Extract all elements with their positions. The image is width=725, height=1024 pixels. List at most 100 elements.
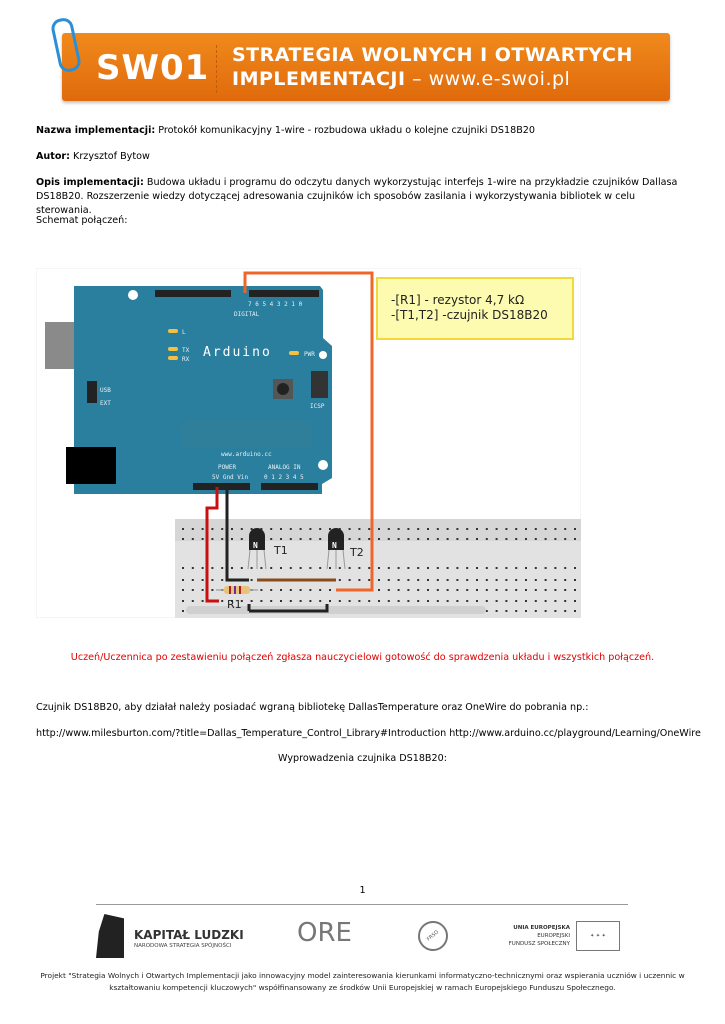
breadboard-hole — [329, 528, 331, 530]
description: Opis implementacji: Budowa układu i prog… — [36, 176, 686, 218]
breadboard-hole — [289, 589, 292, 591]
breadboard-hole — [485, 528, 488, 530]
breadboard-hole — [378, 589, 380, 591]
breadboard-hole — [544, 528, 547, 530]
breadboard-hole — [201, 538, 204, 540]
label: Opis implementacji: — [36, 177, 144, 188]
breadboard-hole — [495, 610, 498, 612]
breadboard-hole — [485, 567, 488, 569]
wire-data-orange — [243, 271, 374, 592]
sensor-t1: N T1 — [247, 528, 288, 570]
breadboard-hole — [525, 528, 527, 530]
breadboard-hole — [221, 600, 224, 602]
breadboard-hole — [446, 567, 449, 569]
breadboard-hole — [525, 538, 527, 540]
breadboard-hole — [554, 589, 557, 591]
breadboard-hole — [554, 538, 557, 540]
breadboard-hole — [231, 567, 233, 569]
breadboard-hole — [201, 528, 204, 530]
breadboard-hole — [348, 528, 351, 530]
breadboard — [175, 519, 581, 618]
label-r1: R1 — [227, 598, 242, 611]
breadboard-hole — [417, 528, 420, 530]
breadboard-hole — [250, 579, 253, 581]
breadboard-hole — [574, 567, 576, 569]
breadboard-hole — [574, 589, 576, 591]
breadboard-hole — [485, 538, 488, 540]
breadboard-hole — [260, 528, 263, 530]
breadboard-hole — [554, 579, 557, 581]
breadboard-hole — [534, 567, 537, 569]
breadboard-hole — [348, 600, 351, 602]
breadboard-hole — [466, 600, 469, 602]
breadboard-hole — [427, 538, 429, 540]
breadboard-hole — [544, 567, 547, 569]
breadboard-hole — [466, 538, 469, 540]
breadboard-hole — [221, 567, 224, 569]
breadboard-hole — [407, 567, 410, 569]
breadboard-hole — [201, 589, 204, 591]
breadboard-hole — [329, 567, 331, 569]
breadboard-hole — [505, 589, 508, 591]
breadboard-hole — [485, 610, 488, 612]
breadboard-hole — [191, 528, 194, 530]
sensor-label-n: N — [332, 541, 337, 550]
breadboard-hole — [289, 567, 292, 569]
sensor-label-n: N — [253, 541, 258, 550]
breadboard-hole — [378, 538, 380, 540]
breadboard-hole — [407, 528, 410, 530]
board-url: www.arduino.cc — [221, 451, 272, 458]
breadboard-hole — [191, 538, 194, 540]
banner-title-bold: IMPLEMENTACJI — [232, 68, 406, 90]
breadboard-hole — [456, 600, 459, 602]
breadboard-hole — [427, 579, 429, 581]
breadboard-hole — [368, 538, 371, 540]
label: Nazwa implementacji: — [36, 125, 156, 136]
eu-text: UNIA EUROPEJSKA EUROPEJSKI FUNDUSZ SPOŁE… — [490, 924, 570, 948]
label-ext: EXT — [100, 400, 111, 407]
breadboard-hole — [270, 538, 273, 540]
breadboard-hole — [397, 528, 400, 530]
breadboard-hole — [485, 579, 488, 581]
breadboard-hole — [309, 600, 312, 602]
breadboard-hole — [182, 528, 184, 530]
wire-gnd-black — [225, 487, 249, 582]
breadboard-hole — [280, 589, 282, 591]
breadboard-hole — [476, 579, 478, 581]
breadboard-hole — [260, 567, 263, 569]
breadboard-hole — [250, 600, 253, 602]
library-links[interactable]: http://www.milesburton.com/?title=Dallas… — [36, 728, 701, 739]
breadboard-hole — [319, 538, 322, 540]
breadboard-hole — [505, 600, 508, 602]
breadboard-hole — [436, 538, 439, 540]
breadboard-hole — [446, 600, 449, 602]
breadboard-hole — [250, 567, 253, 569]
swoi-logo: SW01 — [96, 48, 210, 88]
breadboard-hole — [564, 567, 567, 569]
breadboard-hole — [221, 579, 224, 581]
banner-title-line1: STRATEGIA WOLNYCH I OTWARTYCH — [232, 44, 633, 66]
breadboard-hole — [319, 589, 322, 591]
breadboard-hole — [319, 600, 322, 602]
breadboard-hole — [436, 579, 439, 581]
breadboard-hole — [446, 579, 449, 581]
eu-flag-icon: ✦ ✦ ✦ — [576, 921, 620, 951]
breadboard-hole — [476, 589, 478, 591]
breadboard-hole — [240, 600, 243, 602]
wires — [205, 271, 374, 613]
breadboard-hole — [378, 579, 380, 581]
breadboard-hole — [407, 589, 410, 591]
breadboard-hole — [201, 567, 204, 569]
breadboard-hole — [182, 600, 184, 602]
breadboard-hole — [368, 567, 371, 569]
breadboard-hole — [289, 538, 292, 540]
board-name: Arduino — [203, 345, 272, 360]
breadboard-hole — [485, 589, 488, 591]
breadboard-hole — [544, 538, 547, 540]
breadboard-hole — [387, 567, 390, 569]
breadboard-hole — [221, 538, 224, 540]
value: Krzysztof Bytow — [70, 151, 150, 162]
resistor-r1 — [216, 586, 258, 594]
breadboard-hole — [348, 567, 351, 569]
breadboard-hole — [358, 567, 361, 569]
